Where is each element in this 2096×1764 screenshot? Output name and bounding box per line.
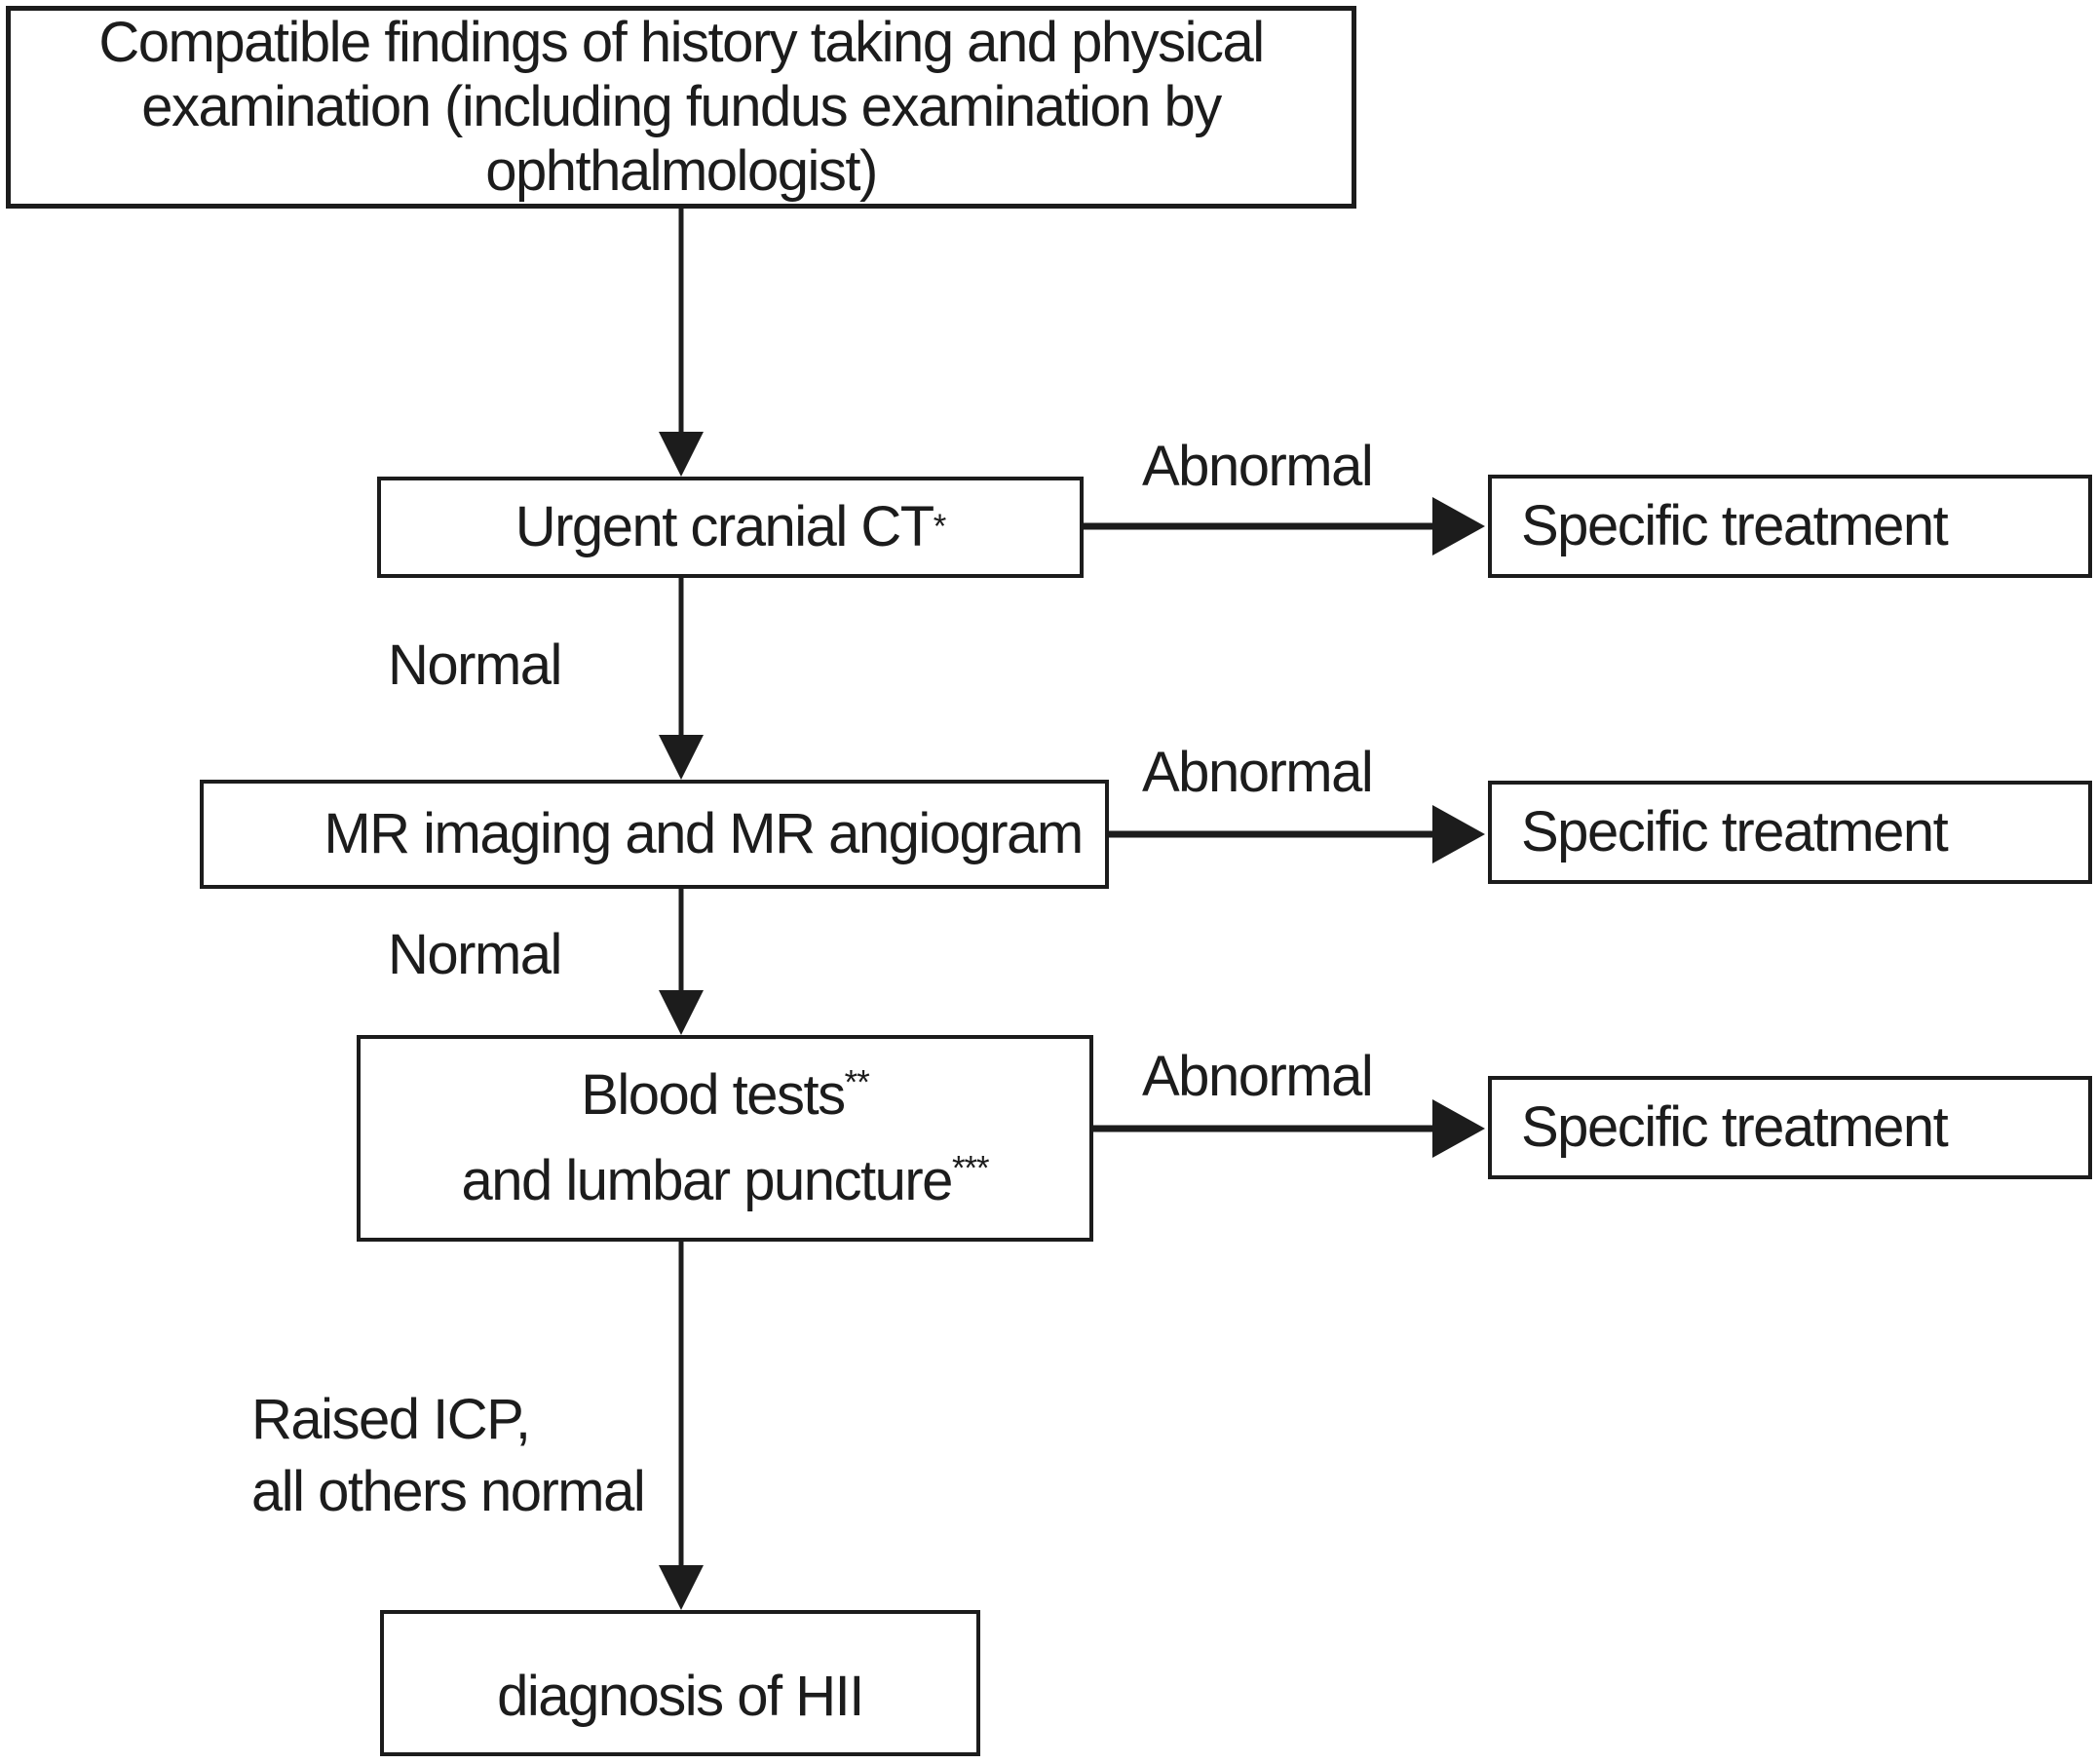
blood-tests-text: Blood tests [581, 1063, 846, 1127]
blood-tests-line-1: Blood tests** [581, 1053, 870, 1138]
specific-treatment-label-1: Specific treatment [1521, 494, 1949, 557]
specific-treatment-label-2: Specific treatment [1521, 800, 1949, 863]
abnormal-label-2: Abnormal [1142, 741, 1374, 804]
specific-treatment-box-2: Specific treatment [1488, 781, 2092, 884]
mr-imaging-box: MR imaging and MR angiogram [200, 780, 1109, 889]
arrow-start-to-ct-head [659, 432, 704, 477]
abnormal-label-1: Abnormal [1142, 435, 1374, 498]
arrow-blood-to-treatment3-head [1432, 1099, 1485, 1158]
normal-label-1: Normal [388, 633, 562, 697]
raised-icp-label: Raised ICP, all others normal [251, 1384, 646, 1528]
lumbar-puncture-text: and lumbar puncture [461, 1149, 953, 1212]
normal-label-2: Normal [388, 923, 562, 986]
start-box-line-1: Compatible findings of history taking an… [98, 11, 1265, 74]
arrow-ct-to-treatment1-head [1432, 497, 1485, 556]
specific-treatment-box-3: Specific treatment [1488, 1076, 2092, 1179]
urgent-cranial-ct-box: Urgent cranial CT* [377, 477, 1084, 578]
start-box-line-3: ophthalmologist) [485, 139, 878, 203]
diagnosis-box: diagnosis of HII [380, 1610, 980, 1756]
arrow-mr-to-treatment2-head [1432, 805, 1485, 863]
arrow-ct-to-mr-head [659, 735, 704, 780]
arrow-blood-to-diagnosis-head [659, 1565, 704, 1610]
specific-treatment-box-1: Specific treatment [1488, 475, 2092, 578]
start-box: Compatible findings of history taking an… [6, 6, 1356, 209]
abnormal-label-3: Abnormal [1142, 1045, 1374, 1108]
blood-tests-box: Blood tests** and lumbar puncture*** [357, 1035, 1093, 1242]
raised-icp-line-1: Raised ICP, [251, 1388, 531, 1451]
blood-tests-footnote-mark: ** [844, 1063, 870, 1102]
arrow-mr-to-blood-head [659, 990, 704, 1035]
diagnosis-label: diagnosis of HII [497, 1665, 864, 1728]
specific-treatment-label-3: Specific treatment [1521, 1095, 1949, 1159]
mr-imaging-label: MR imaging and MR angiogram [324, 802, 1084, 865]
lumbar-puncture-footnote-mark: *** [951, 1149, 990, 1188]
start-box-line-2: examination (including fundus examinatio… [141, 75, 1222, 138]
blood-tests-line-2: and lumbar puncture*** [461, 1138, 990, 1224]
raised-icp-line-2: all others normal [251, 1460, 646, 1523]
urgent-cranial-ct-label: Urgent cranial CT [514, 495, 934, 558]
